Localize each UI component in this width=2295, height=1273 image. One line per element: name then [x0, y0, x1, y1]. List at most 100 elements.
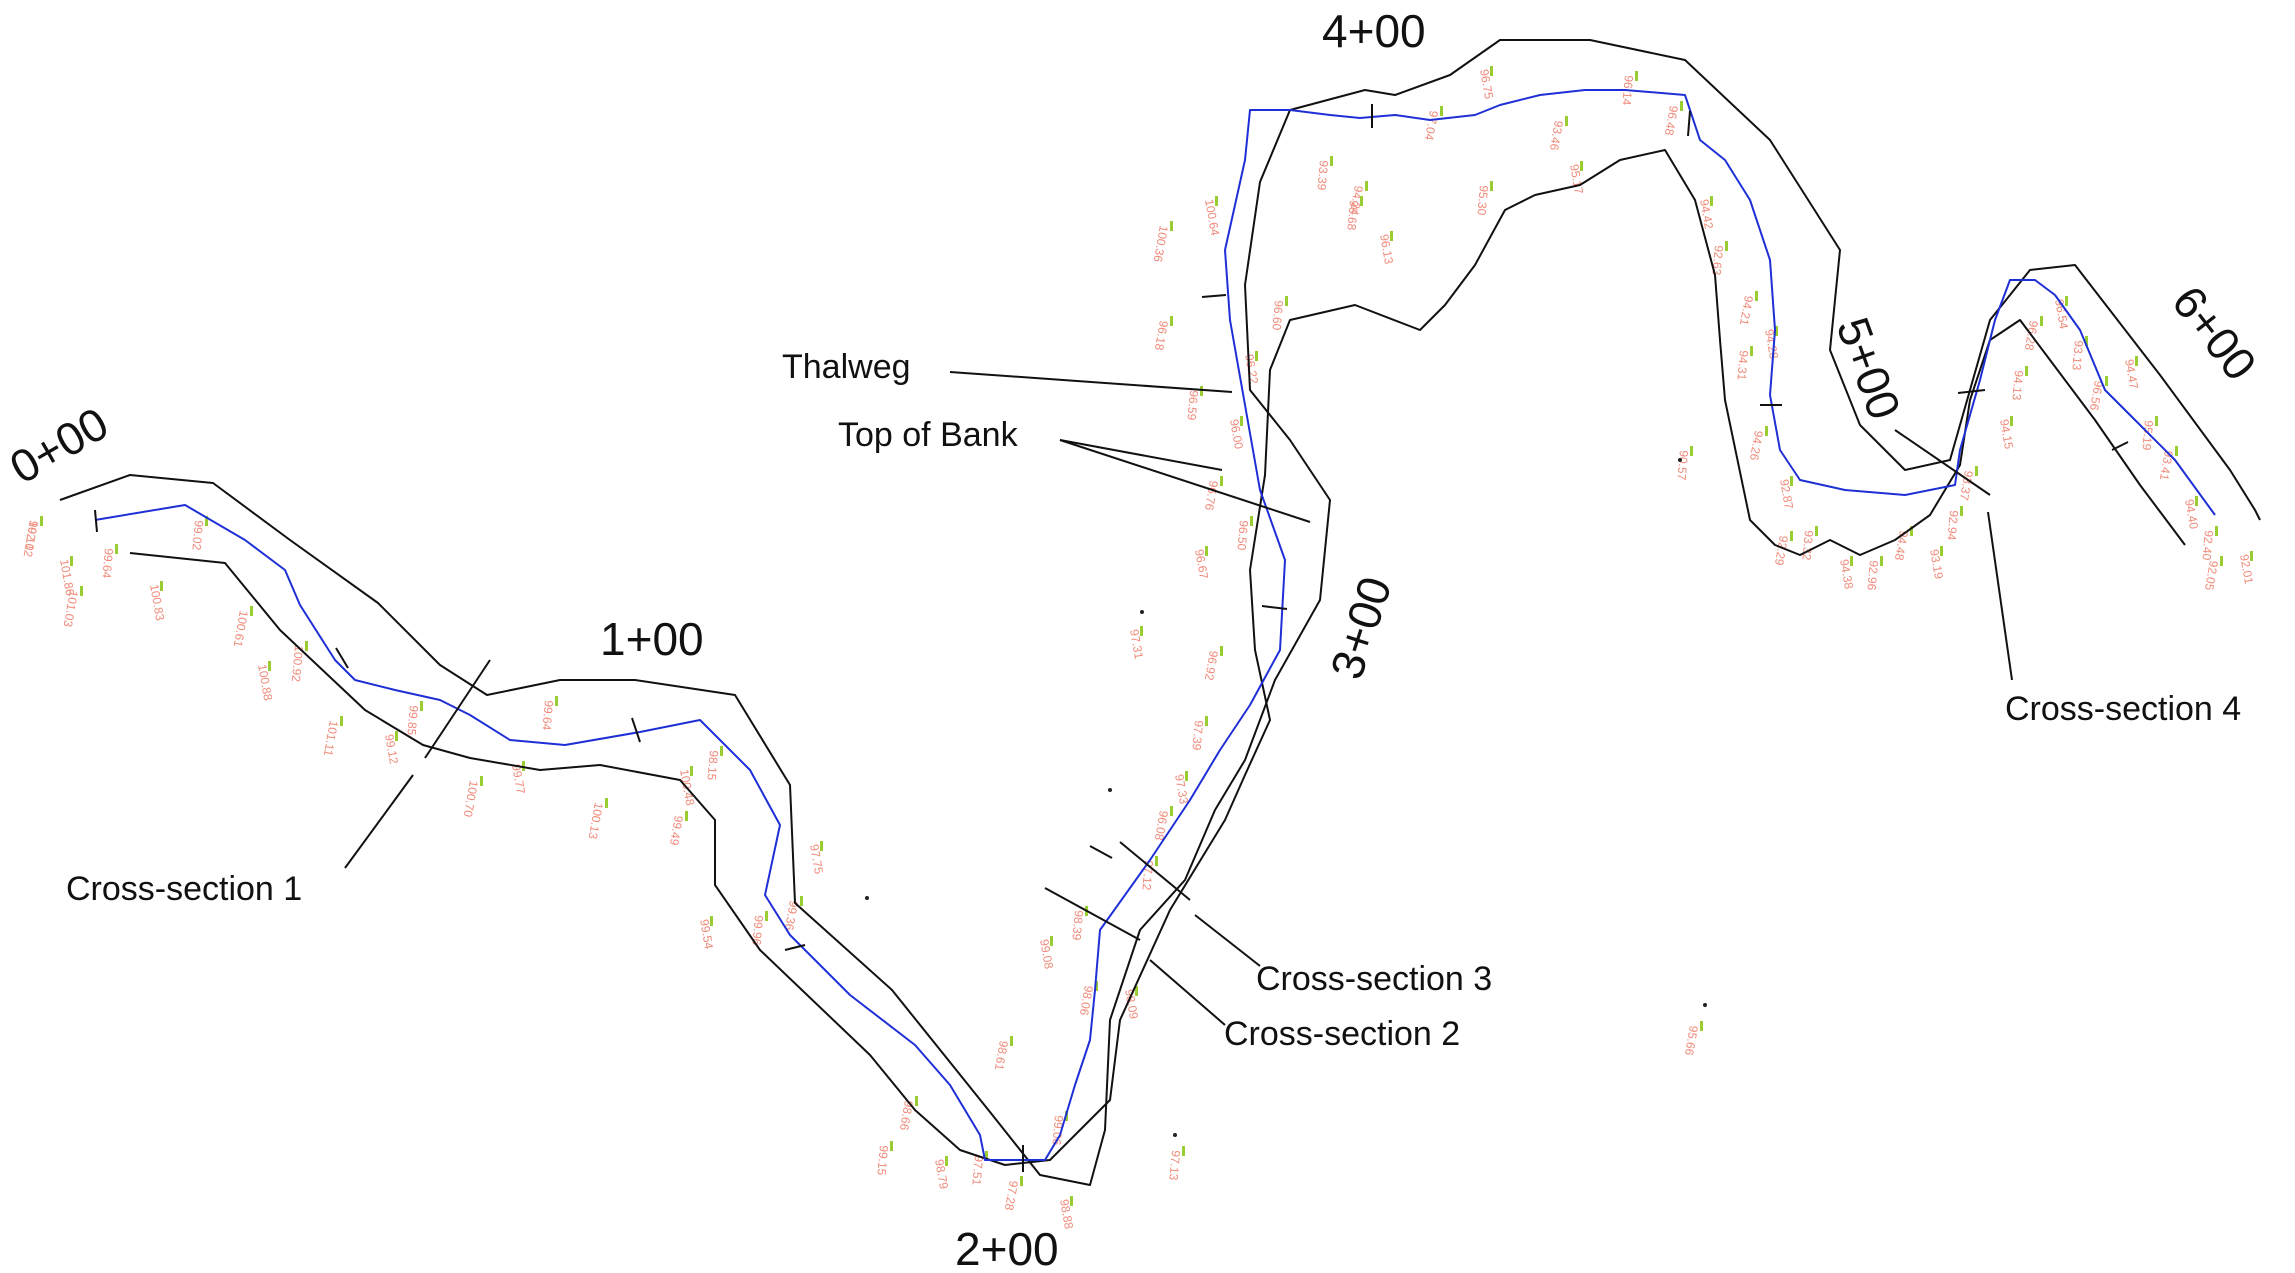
- elevation-label: 100.88: [255, 663, 275, 702]
- survey-shot-mark: [1200, 386, 1203, 396]
- survey-shot-mark: [800, 896, 803, 906]
- elevation-label: 99.64: [539, 700, 556, 731]
- survey-shot-mark: [250, 606, 253, 616]
- survey-point: [1703, 1003, 1707, 1007]
- cross-section-1-line: [424, 659, 491, 759]
- survey-shot-mark: [1050, 936, 1053, 946]
- survey-shot-mark: [480, 776, 483, 786]
- tick-3-00: [1261, 605, 1288, 610]
- survey-shot-mark: [522, 761, 525, 771]
- survey-shot-mark: [1285, 296, 1288, 306]
- elevation-label: 93.37: [1957, 469, 1976, 501]
- survey-shot-mark: [915, 1096, 918, 1106]
- survey-shot-mark: [1490, 66, 1493, 76]
- station-label-3-00: 3+00: [1320, 570, 1401, 685]
- survey-shot-mark: [1975, 466, 1978, 476]
- elevation-label: 100.70: [461, 779, 481, 818]
- survey-shot-mark: [1440, 106, 1443, 116]
- survey-shot-mark: [1850, 556, 1853, 566]
- tick-6-00: [2111, 441, 2129, 451]
- tick-1-50: [784, 944, 806, 951]
- survey-shot-mark: [1220, 476, 1223, 486]
- elevation-label: 101.86: [57, 558, 77, 597]
- thalweg-leader: [949, 371, 1233, 393]
- elevation-label: 93.41: [2157, 449, 2176, 481]
- survey-shot-mark: [1170, 806, 1173, 816]
- elevation-label: 96.54: [2052, 298, 2071, 330]
- survey-shot-mark: [1070, 1196, 1073, 1206]
- elevation-label: 102.12: [21, 519, 41, 558]
- cross-section-3-label: Cross-section 3: [1256, 960, 1492, 998]
- survey-shot-mark: [765, 911, 768, 921]
- survey-shot-mark: [115, 544, 118, 554]
- survey-point: [1140, 610, 1144, 614]
- survey-shot-mark: [690, 766, 693, 776]
- elevation-label: 99.10: [22, 519, 41, 551]
- survey-shot-mark: [1205, 546, 1208, 556]
- survey-shot-mark: [1700, 1021, 1703, 1031]
- survey-shot-mark: [1750, 346, 1753, 356]
- survey-shot-mark: [1710, 196, 1713, 206]
- survey-shot-mark: [1095, 981, 1098, 991]
- elevation-label: 101.03: [61, 589, 81, 628]
- survey-shot-mark: [1250, 516, 1253, 526]
- survey-shot-mark: [710, 916, 713, 926]
- elevation-label: 98.79: [932, 1158, 951, 1190]
- survey-shot-mark: [40, 516, 43, 526]
- survey-shot-mark: [2215, 526, 2218, 536]
- survey-shot-mark: [985, 1151, 988, 1161]
- survey-shot-mark: [70, 556, 73, 566]
- survey-shot-mark: [1910, 526, 1913, 536]
- station-label-0-00: 0+00: [1, 397, 117, 494]
- elevation-label: 96.75: [1477, 68, 1496, 100]
- elevation-label: 98.39: [1069, 910, 1086, 941]
- elevation-label: 95.19: [2139, 420, 2156, 451]
- survey-shot-mark: [2195, 496, 2198, 506]
- station-label-2-00: 2+00: [955, 1223, 1059, 1273]
- elevation-label: 100.83: [147, 583, 167, 622]
- elevation-label: 94.13: [2009, 370, 2026, 401]
- top-of-bank-right: [59, 39, 2261, 1186]
- survey-shot-mark: [1390, 231, 1393, 241]
- elevation-label: 94.38: [1837, 558, 1856, 590]
- survey-shot-mark: [1215, 196, 1218, 206]
- survey-shot-mark: [2175, 446, 2178, 456]
- elevation-label: 96.08: [1152, 809, 1171, 841]
- tick-0-00: [94, 509, 98, 533]
- survey-shot-mark: [160, 581, 163, 591]
- elevation-label: 96.59: [1184, 390, 1201, 421]
- survey-shot-mark: [1880, 556, 1883, 566]
- survey-shot-mark: [1765, 426, 1768, 436]
- cross-section-4-line: [1894, 429, 1991, 496]
- survey-shot-mark: [2085, 336, 2088, 346]
- survey-shot-mark: [890, 1141, 893, 1151]
- survey-shot-mark: [80, 586, 83, 596]
- survey-shot-mark: [1205, 716, 1208, 726]
- survey-shot-mark: [1960, 506, 1963, 516]
- survey-shot-mark: [1135, 986, 1138, 996]
- elevation-label: 100.64: [1202, 198, 1222, 237]
- survey-point: [1173, 1133, 1177, 1137]
- elevation-label: 98.09: [1122, 988, 1141, 1020]
- elevation-label: 96.22: [1242, 353, 1261, 385]
- survey-shot-mark: [2250, 551, 2253, 561]
- elevation-label: 93.19: [1927, 548, 1946, 580]
- elevation-label: 97.51: [969, 1155, 986, 1186]
- elevation-label: 98.88: [1057, 1198, 1076, 1230]
- survey-shot-mark: [1680, 101, 1683, 111]
- top-of-bank-leader-a: [1059, 439, 1223, 471]
- elevation-label: 96.92: [1202, 649, 1221, 681]
- elevation-label: 96.13: [1377, 233, 1396, 265]
- survey-shot-mark: [1565, 116, 1568, 126]
- elevation-label: 94.24: [1347, 184, 1366, 216]
- cross-section-4-label: Cross-section 4: [2005, 690, 2241, 728]
- elevation-label: 99.85: [404, 705, 421, 736]
- elevation-label: 99.64: [99, 548, 116, 579]
- elevation-label: 95.66: [1682, 1024, 1701, 1056]
- elevation-label: 94.28: [1762, 328, 1781, 360]
- elevation-label: 92.96: [1864, 560, 1881, 591]
- survey-shot-mark: [305, 641, 308, 651]
- elevation-label: 98.15: [704, 750, 721, 781]
- survey-shot-mark: [1010, 1036, 1013, 1046]
